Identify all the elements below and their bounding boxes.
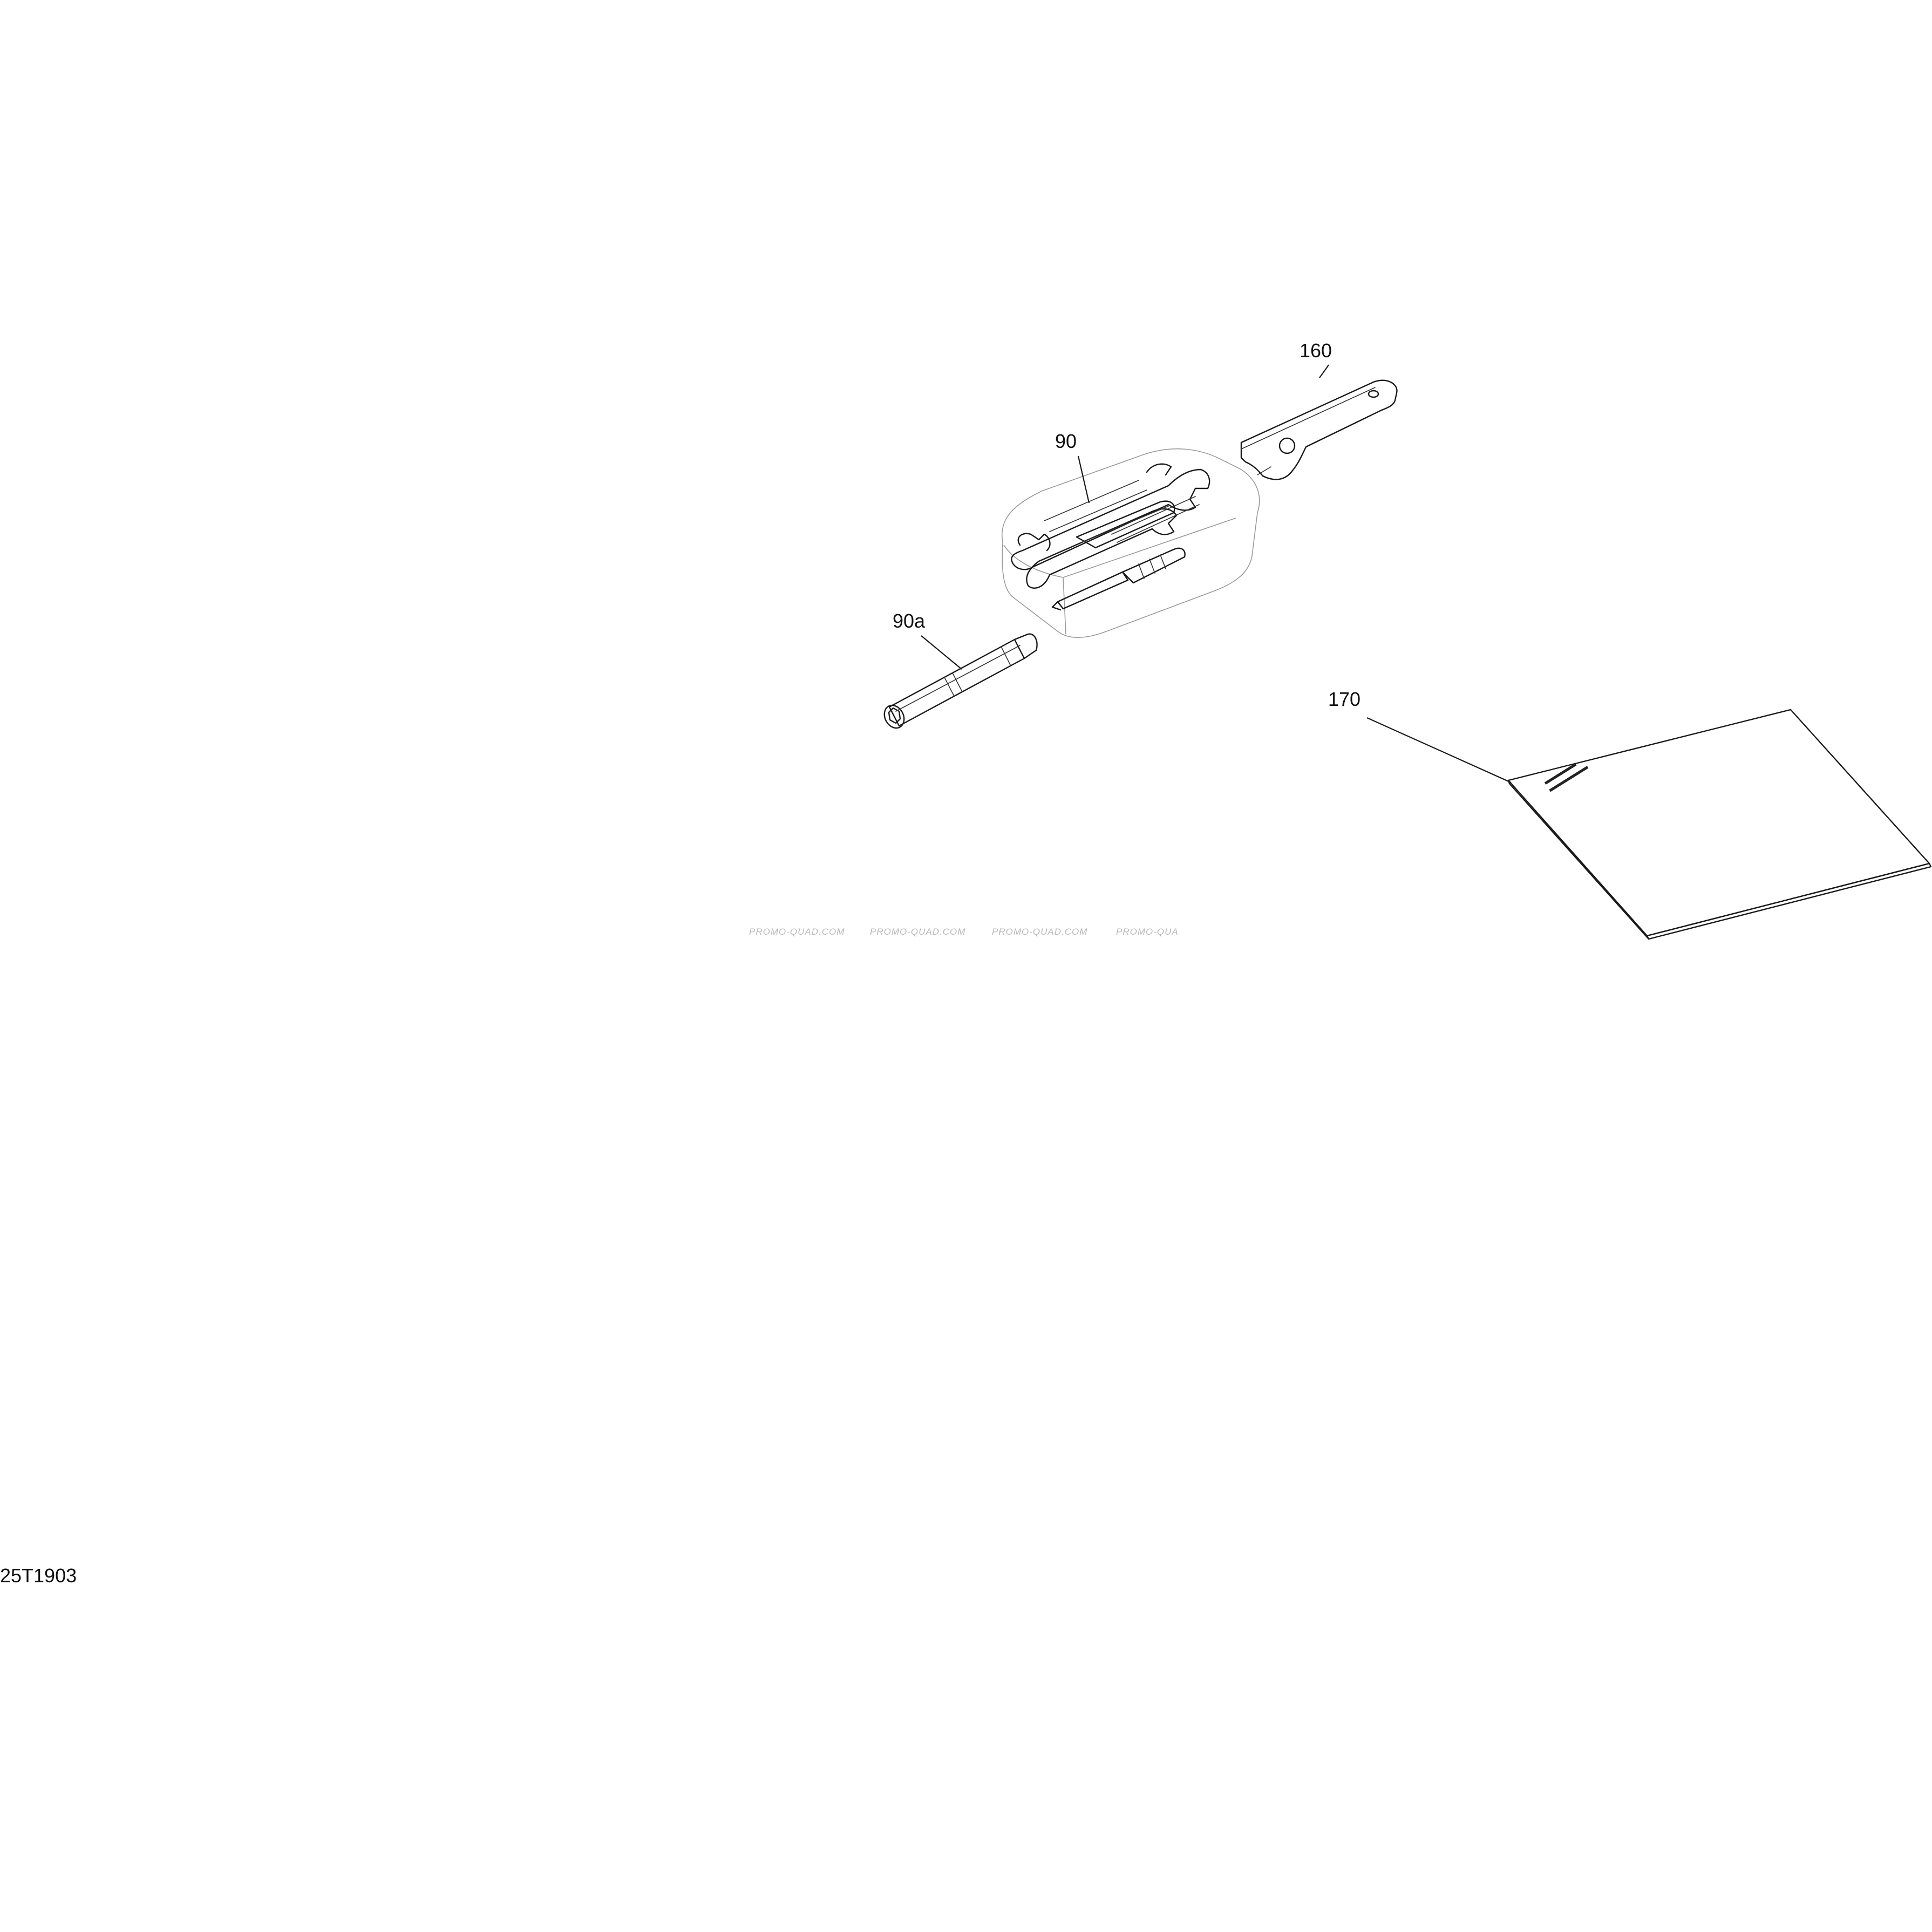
leader-line-160 (1319, 368, 1327, 378)
tool-kit-pouch-90 (1001, 448, 1260, 638)
callout-170: 170 (1328, 688, 1361, 710)
watermark-text: PROMO-QUAD.COM (870, 927, 966, 937)
operator-manual-170 (1507, 709, 1932, 940)
watermark-text: PROMO-QUAD.COM (992, 927, 1088, 937)
watermark-text: PROMO-QUAD.COM (749, 927, 845, 937)
leader-line-170 (1366, 717, 1512, 784)
callout-90a: 90a (893, 610, 926, 632)
watermark-text: PROMO-QUA (1116, 927, 1179, 937)
figure-id: 25T1903 (0, 1564, 77, 1587)
tube-socket-wrench-90a (883, 633, 1038, 729)
callout-90: 90 (1055, 430, 1077, 452)
leader-line-90 (1077, 455, 1090, 504)
callout-160: 160 (1300, 339, 1332, 362)
leader-line-90a (921, 635, 962, 670)
spanner-wrench-160 (1240, 379, 1398, 480)
